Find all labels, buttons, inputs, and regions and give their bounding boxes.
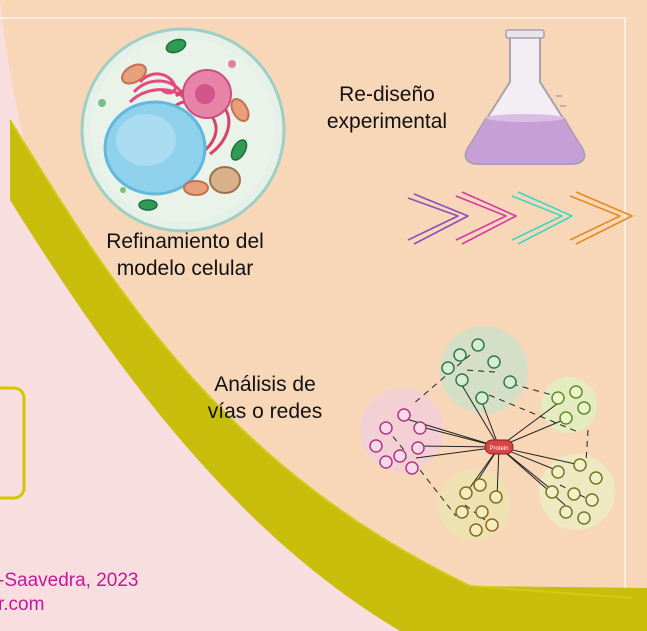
left-outlined-box <box>0 386 26 500</box>
flask-illustration <box>464 29 586 165</box>
label-analisis: Análisis de vías o redes <box>207 373 323 423</box>
credit-line-2: r.com <box>0 594 45 615</box>
network-hub <box>484 439 514 455</box>
yellow-arc-band <box>10 120 647 631</box>
credit-line-1: -Saavedra, 2023 <box>0 570 139 591</box>
label-refinamiento: Refinamiento del modelo celular <box>106 230 264 280</box>
network-diagram: Protein <box>360 326 615 541</box>
chevron-arrows <box>407 191 633 245</box>
panel-top-edge <box>0 17 626 600</box>
label-rediseno: Re-diseño experimental <box>326 83 448 133</box>
network-hub-label: Protein <box>489 446 508 452</box>
cell-illustration <box>80 27 286 233</box>
yellow-arc-inner-edge <box>9 119 633 599</box>
